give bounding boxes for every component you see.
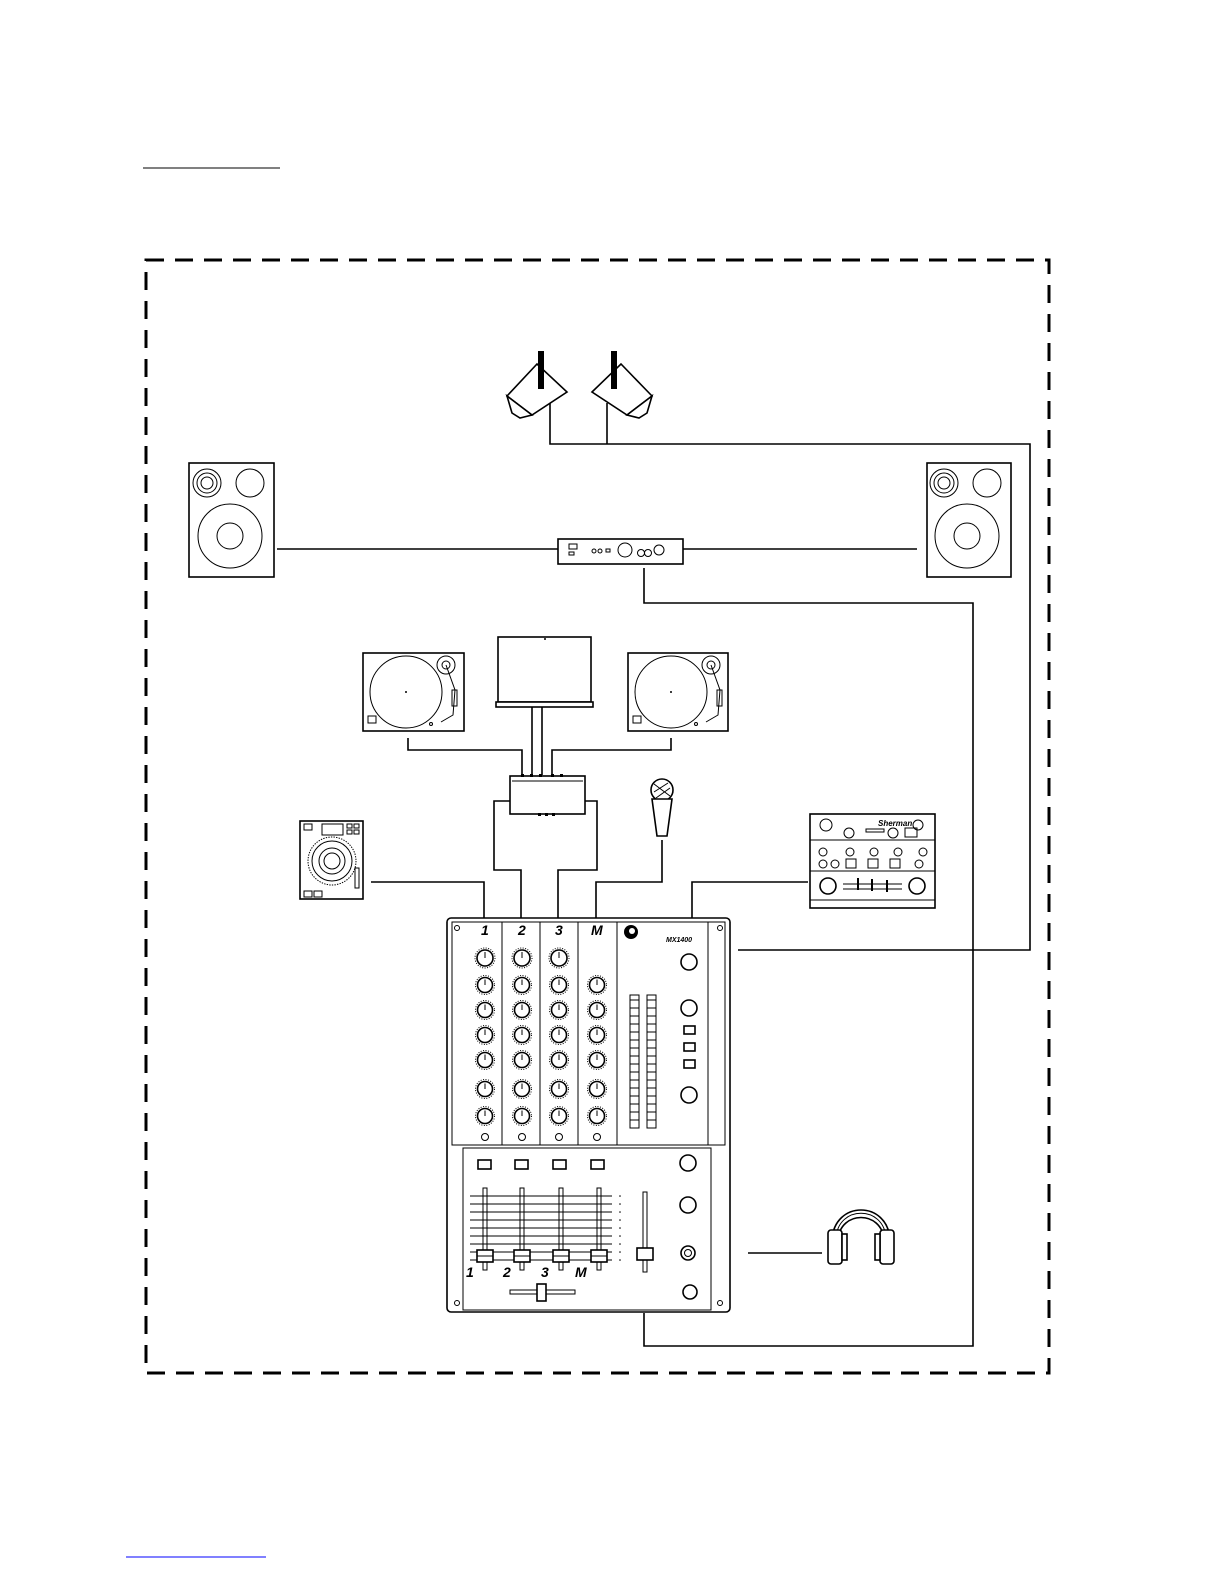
cue-button-2[interactable] xyxy=(515,1160,528,1169)
phones-level-knob[interactable] xyxy=(680,1197,696,1213)
fader-scale-dot xyxy=(619,1259,621,1261)
fader-scale-dot xyxy=(619,1219,621,1221)
fader-scale-dot xyxy=(619,1227,621,1229)
booth-gain-knob[interactable] xyxy=(681,1000,697,1016)
turntable-right xyxy=(628,653,728,731)
stage-light-right xyxy=(592,351,652,418)
fader-scale-dot xyxy=(619,1203,621,1205)
channel-label-m: M xyxy=(591,922,603,938)
phones-jack[interactable] xyxy=(681,1246,695,1260)
channel-label-2: 2 xyxy=(517,922,526,938)
speaker-right xyxy=(927,463,1011,577)
fx-unit: Sherman xyxy=(810,814,935,908)
power-amplifier xyxy=(558,539,683,564)
master-fader[interactable] xyxy=(637,1248,653,1260)
channel-label-1: 1 xyxy=(481,922,489,938)
stage-light-left xyxy=(507,351,567,418)
master-gain-knob[interactable] xyxy=(681,954,697,970)
master-switch-3[interactable] xyxy=(684,1060,695,1068)
fader-scale-dot xyxy=(619,1195,621,1197)
cue-button-m[interactable] xyxy=(591,1160,604,1169)
microphone xyxy=(651,779,673,836)
cue-button-1[interactable] xyxy=(478,1160,491,1169)
cd-player xyxy=(300,821,363,899)
cue-mix-knob[interactable] xyxy=(680,1155,696,1171)
crossfader[interactable] xyxy=(537,1284,546,1301)
master-switch-1[interactable] xyxy=(684,1026,695,1034)
fader-label-2: 2 xyxy=(502,1264,511,1280)
fader-label-1: 1 xyxy=(466,1264,474,1280)
turntable-left xyxy=(363,653,464,731)
cue-button-3[interactable] xyxy=(553,1160,566,1169)
headphones xyxy=(828,1210,894,1264)
mixer-model-label: MX1400 xyxy=(666,937,692,944)
fader-scale-dot xyxy=(619,1243,621,1245)
master-switch-2[interactable] xyxy=(684,1043,695,1051)
dj-mixer: 1 2 3 M MX1400 1 2 3 M xyxy=(447,918,730,1312)
fader-scale-dot xyxy=(619,1235,621,1237)
fader-scale-dot xyxy=(619,1251,621,1253)
fader-scale-dot xyxy=(619,1211,621,1213)
master-balance-knob[interactable] xyxy=(681,1087,697,1103)
speaker-left xyxy=(189,463,274,577)
fader-label-3: 3 xyxy=(541,1264,549,1280)
channel-label-3: 3 xyxy=(555,922,563,938)
fader-label-m: M xyxy=(575,1264,587,1280)
fx-brand-label: Sherman xyxy=(878,819,912,828)
audio-interface xyxy=(510,774,585,816)
mic-level-knob[interactable] xyxy=(683,1285,697,1299)
laptop xyxy=(496,637,593,707)
